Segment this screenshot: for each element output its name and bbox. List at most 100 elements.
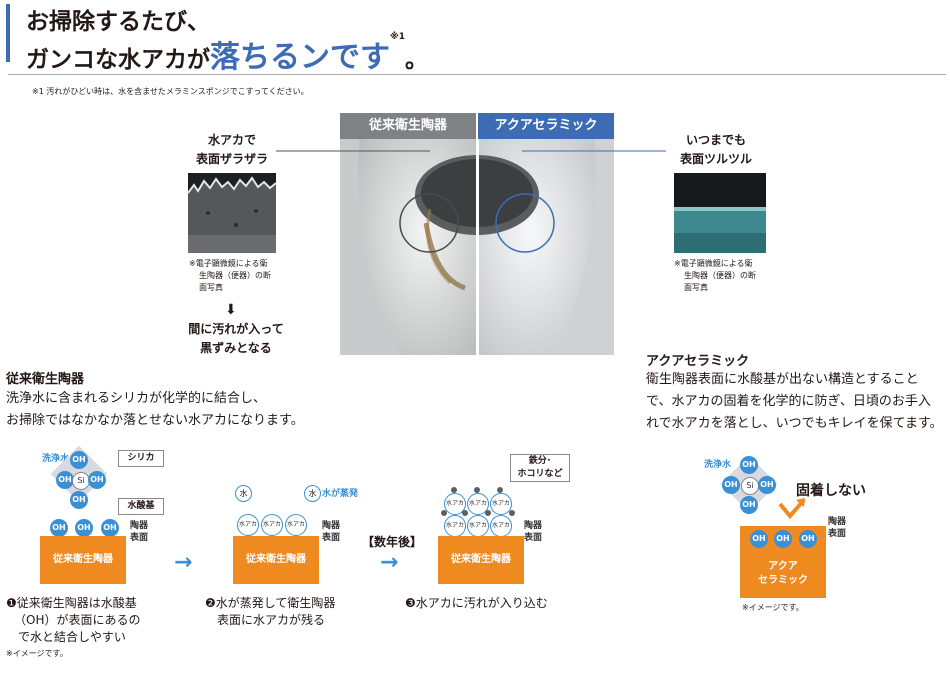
dirt-particles — [441, 487, 515, 516]
water-droplet: 水 — [235, 485, 252, 502]
header-accent-bar — [6, 4, 10, 62]
headline-part: ガンコな水アカが — [26, 47, 210, 73]
surface-line: 表面 — [524, 533, 543, 543]
tag-conventional-ceramic: 従来衛生陶器 — [340, 113, 476, 139]
surface-line: 陶器 — [322, 521, 341, 531]
evaporate-label: 水が蒸発 — [322, 489, 359, 499]
conventional-title: 従来衛生陶器 — [6, 372, 85, 387]
surface-line: 陶器 — [524, 521, 543, 531]
tag-conventional-label: 従来衛生陶器 — [368, 118, 447, 133]
si-atom: Si — [72, 472, 90, 490]
desc-line: 洗浄水に含まれるシリカが化学的に結合し、 — [6, 391, 267, 406]
rough-surface-title: 水アカで 表面ザラザラ — [191, 131, 273, 169]
step3-caption: ❸水アカに汚れが入り込む — [405, 596, 548, 610]
oh-molecule: OH — [740, 456, 758, 474]
scale-molecule: 水アカ — [444, 493, 466, 515]
oh-molecule: OH — [70, 451, 88, 469]
headline-line2: ガンコな水アカが落ちるンです※1 。 — [26, 32, 428, 76]
aqua-title: アクアセラミック — [646, 354, 750, 369]
conventional-description: 洗浄水に含まれるシリカが化学的に結合し、 お掃除ではなかなか落とせない水アカにな… — [6, 388, 336, 432]
headline-emphasis: 落ちるンです — [210, 40, 390, 75]
aqua-description: 衛生陶器表面に水酸基が出ない構造とすること で、水アカの固着を化学的に防ぎ、日頃… — [646, 369, 946, 435]
desc-line: れで水アカを落とし、いつでもキレイを保てます。 — [646, 416, 943, 431]
image-note-left: ※イメージです。 — [6, 649, 68, 658]
oh-molecule: OH — [101, 519, 119, 537]
surface-label: 陶器 表面 — [828, 516, 846, 540]
note-line: 生陶器（便器）の断 — [199, 271, 271, 280]
scale-molecule: 水アカ — [261, 514, 283, 536]
bounce-arrow-icon — [778, 498, 806, 520]
dirt-callout: 鉄分･ ホコリなど — [510, 454, 570, 482]
right-arrow-icon: → — [380, 550, 399, 575]
tag-aqua-label: アクアセラミック — [494, 118, 598, 133]
smooth-surface-micrograph — [674, 173, 766, 253]
result-line1: 間に汚れが入って — [188, 322, 284, 336]
caption-line: ❶従来衛生陶器は水酸基 — [6, 596, 137, 610]
tag-aqua-ceramic: アクアセラミック — [478, 113, 614, 139]
footnote: ※1 汚れがひどい時は、水を含ませたメラミンスポンジでこすってください。 — [32, 87, 309, 96]
caption-line: （OH）が表面にあるの — [14, 613, 141, 627]
rough-title-line2: 表面ザラザラ — [195, 152, 268, 166]
water-droplet: 水 — [304, 485, 321, 502]
oh-molecule: OH — [50, 519, 68, 537]
desc-line: お掃除ではなかなか落とせない水アカになります。 — [6, 413, 304, 428]
surface-line: 陶器 — [130, 521, 149, 531]
rough-title-line1: 水アカで — [207, 133, 256, 147]
oh-molecule: OH — [75, 519, 93, 537]
step3-diagram: 鉄分･ ホコリなど 水アカ 水アカ 水アカ 水アカ 水アカ 水アカ 従来衛生陶器… — [400, 440, 580, 590]
surface-line: 表面 — [322, 533, 341, 543]
oh-molecule: OH — [799, 530, 817, 548]
header-divider — [8, 74, 946, 75]
block-line: セラミック — [758, 575, 808, 586]
smooth-micrograph-image — [674, 173, 766, 253]
step1-caption: ❶従来衛生陶器は水酸基 （OH）が表面にあるの で水と結合しやすい — [6, 595, 176, 646]
note-line: 生陶器（便器）の断 — [684, 271, 756, 280]
rough-result-text: 間に汚れが入って 黒ずみとなる — [186, 320, 286, 358]
dirt-line: 鉄分･ — [528, 456, 552, 466]
smooth-title-line1: いつまでも — [685, 133, 746, 147]
no-stick-label: 固着しない — [796, 483, 866, 499]
surface-line: 表面 — [130, 533, 149, 543]
smooth-title-line2: 表面ツルツル — [679, 152, 752, 166]
note-line: ※電子顕微鏡による衛 — [189, 259, 268, 268]
toilet-photo-illustration — [340, 113, 614, 355]
step2-caption: ❷水が蒸発して衛生陶器 表面に水アカが残る — [205, 595, 365, 629]
caption-line: ❷水が蒸発して衛生陶器 — [205, 596, 336, 610]
conventional-ceramic-block: 従来衛生陶器 — [40, 536, 126, 584]
conventional-ceramic-block: 従来衛生陶器 — [438, 536, 524, 584]
step2-diagram: 水 水 水が蒸発 水アカ 水アカ 水アカ 従来衛生陶器 陶器 表面 — [200, 440, 370, 590]
headline-footnote-mark: ※1 — [390, 32, 406, 42]
note-line: ※電子顕微鏡による衛 — [674, 259, 753, 268]
image-note-right: ※イメージです。 — [742, 603, 804, 612]
silica-callout: シリカ — [118, 450, 164, 467]
dirt-line: ホコリなど — [517, 469, 563, 479]
desc-line: で、水アカの固着を化学的に防ぎ、日頃のお手入 — [646, 394, 931, 409]
oh-molecule: OH — [750, 530, 768, 548]
water-label: 洗浄水 — [704, 460, 732, 470]
surface-line: 陶器 — [828, 517, 847, 527]
toilet-comparison-photo: 従来衛生陶器 アクアセラミック — [340, 113, 614, 355]
surface-line: 表面 — [828, 529, 847, 539]
oh-molecule: OH — [774, 530, 792, 548]
desc-line: 衛生陶器表面に水酸基が出ない構造とすること — [646, 372, 919, 387]
scale-molecule: 水アカ — [490, 515, 512, 537]
surface-label: 陶器 表面 — [130, 520, 148, 544]
note-line: 面写真 — [684, 283, 708, 292]
oh-molecule: OH — [758, 476, 776, 494]
oh-molecule: OH — [56, 471, 74, 489]
right-arrow-icon: → — [174, 550, 193, 575]
oh-molecule: OH — [88, 471, 106, 489]
scale-molecule: 水アカ — [285, 514, 307, 536]
oh-molecule: OH — [740, 496, 758, 514]
oh-molecule: OH — [70, 491, 88, 509]
caption-line: で水と結合しやすい — [18, 630, 126, 644]
conventional-ceramic-block: 従来衛生陶器 — [233, 536, 319, 584]
aqua-diagram: 洗浄水 OH OH Si OH OH 固着しない OH OH OH アクア セラ… — [700, 450, 880, 615]
note-line: 面写真 — [199, 283, 223, 292]
surface-label: 陶器 表面 — [322, 520, 340, 544]
years-later-label: 【数年後】 — [362, 535, 423, 549]
headline-period: 。 — [405, 47, 429, 73]
rough-micrograph-note: ※電子顕微鏡による衛 生陶器（便器）の断 面写真 — [189, 258, 271, 294]
surface-label: 陶器 表面 — [524, 520, 542, 544]
